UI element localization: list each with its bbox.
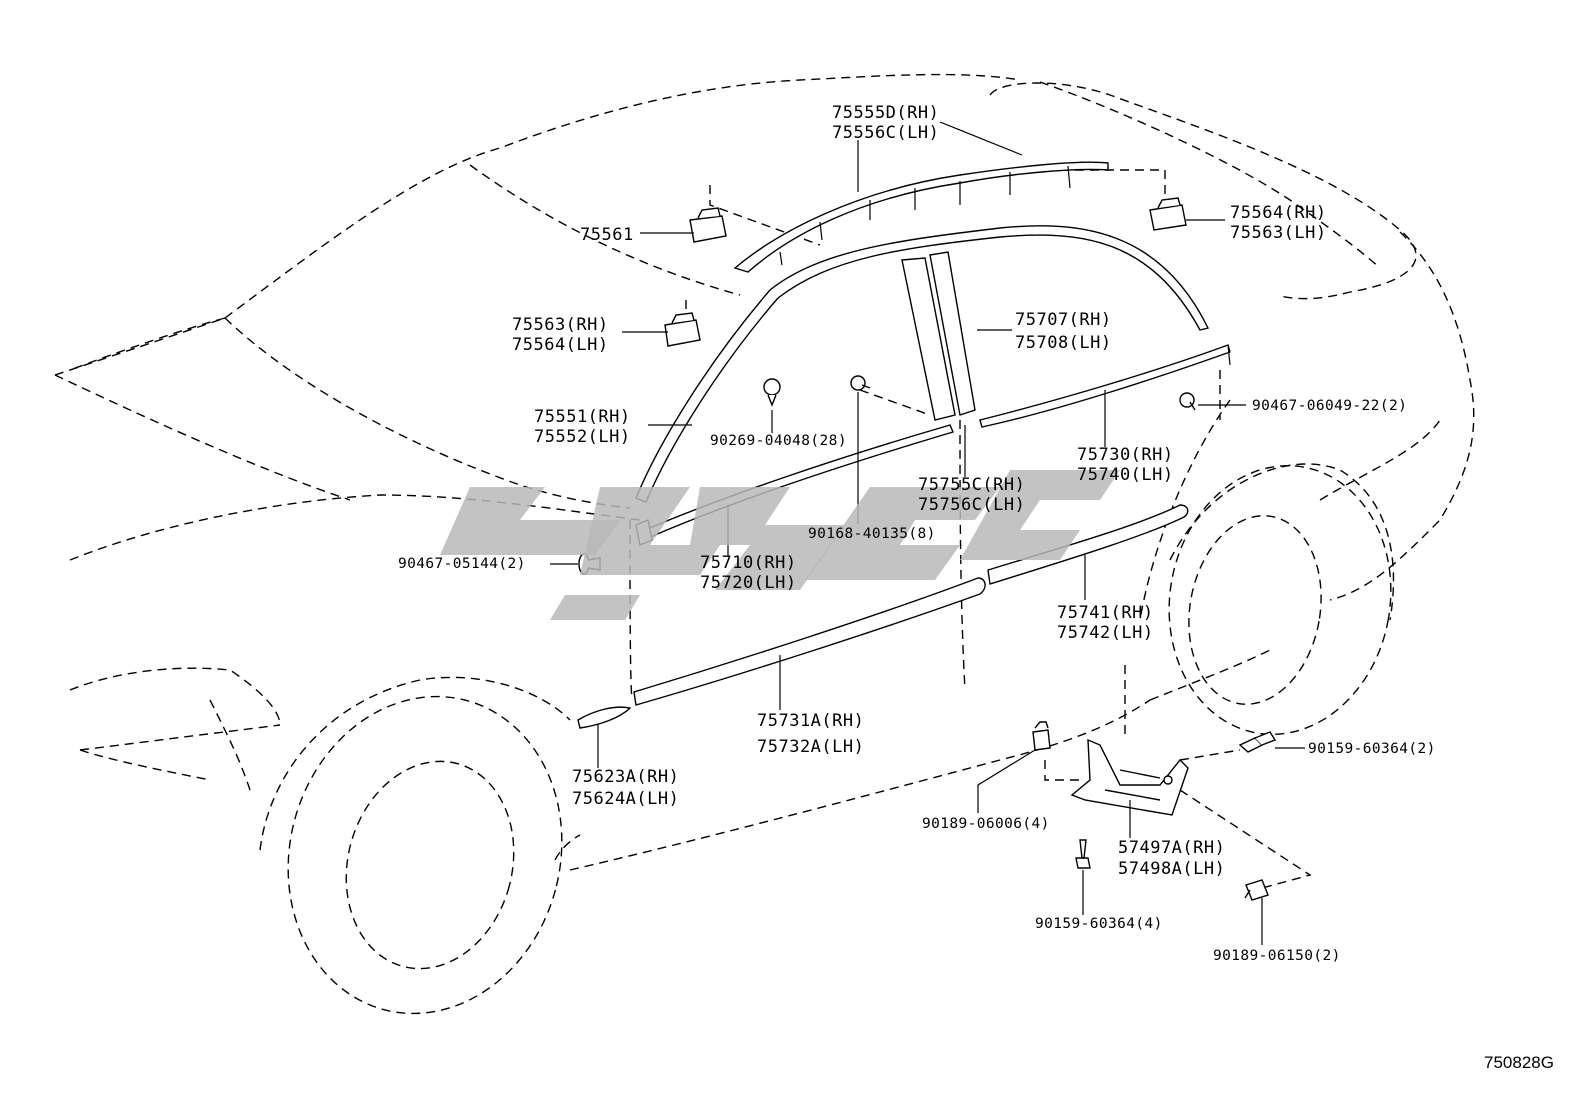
label-75741: 75741(RH) — [1057, 603, 1154, 623]
label-75624a: 75624A(LH) — [572, 789, 679, 809]
label-57498a: 57498A(LH) — [1118, 859, 1225, 879]
label-90159-a: 90159-60364(2) — [1308, 741, 1436, 757]
label-75564-lh: 75564(LH) — [512, 335, 609, 355]
label-75623a: 75623A(RH) — [572, 767, 679, 787]
clip-90189-b — [1244, 879, 1269, 901]
label-75720: 75720(LH) — [700, 573, 797, 593]
fastener-90168 — [850, 375, 871, 391]
label-57497a: 57497A(RH) — [1118, 838, 1225, 858]
roof-clip-75561 — [689, 215, 727, 243]
label-75564-rh: 75564(RH) — [1230, 203, 1327, 223]
clip-90189-a — [1032, 721, 1051, 751]
label-90168: 90168-40135(8) — [808, 526, 936, 542]
label-75551: 75551(RH) — [534, 407, 631, 427]
label-90467-b: 90467-06049-22(2) — [1252, 398, 1407, 414]
b-pillar-applique-rear — [929, 251, 976, 416]
label-90467-a: 90467-05144(2) — [398, 556, 526, 572]
roof-clip-75564 — [1149, 204, 1187, 231]
label-90269: 90269-04048(28) — [710, 433, 847, 449]
label-75755c: 75755C(RH) — [918, 475, 1025, 495]
label-75732a: 75732A(LH) — [757, 737, 864, 757]
front-door-side-moulding — [633, 577, 986, 706]
label-75708: 75708(LH) — [1015, 333, 1112, 353]
roof-clip-75563 — [664, 319, 701, 347]
fastener-90467-b — [1179, 392, 1196, 411]
screw-90159-a — [1238, 731, 1277, 753]
b-pillar-applique-front — [901, 257, 956, 421]
label-75552: 75552(LH) — [534, 427, 631, 447]
label-75756c: 75756C(LH) — [918, 495, 1025, 515]
rear-door-side-moulding — [987, 504, 1189, 585]
label-75555d: 75555D(RH) — [832, 103, 939, 123]
label-75710: 75710(RH) — [700, 553, 797, 573]
label-90189-b: 90189-06150(2) — [1213, 948, 1341, 964]
label-75731a: 75731A(RH) — [757, 711, 864, 731]
label-75742: 75742(LH) — [1057, 623, 1154, 643]
fastener-90269 — [763, 378, 781, 407]
label-75563-rh: 75563(RH) — [512, 315, 609, 335]
parts — [577, 161, 1277, 901]
part-labels: 75555D(RH) 75556C(LH) 75561 75564(RH) 75… — [398, 103, 1554, 1072]
car-body-outline — [54, 73, 1475, 1015]
roof-moulding — [733, 161, 1109, 273]
leader-lines — [550, 121, 1305, 945]
belt-moulding-rear — [979, 344, 1231, 428]
label-90159-b: 90159-60364(4) — [1035, 916, 1163, 932]
watermark-logo — [440, 470, 1120, 620]
label-75730: 75730(RH) — [1077, 445, 1174, 465]
bracket-57497a — [1070, 738, 1189, 816]
screw-90159-b — [1075, 839, 1091, 869]
label-75556c: 75556C(LH) — [832, 123, 939, 143]
label-75707: 75707(RH) — [1015, 310, 1112, 330]
label-90189-a: 90189-06006(4) — [922, 816, 1050, 832]
fender-moulding — [577, 706, 632, 729]
label-75563-lh: 75563(LH) — [1230, 223, 1327, 243]
label-75561: 75561 — [580, 225, 634, 245]
label-75740: 75740(LH) — [1077, 465, 1174, 485]
front-pillar-moulding — [635, 225, 1210, 503]
diagram-reference-id: 750828G — [1484, 1053, 1554, 1072]
